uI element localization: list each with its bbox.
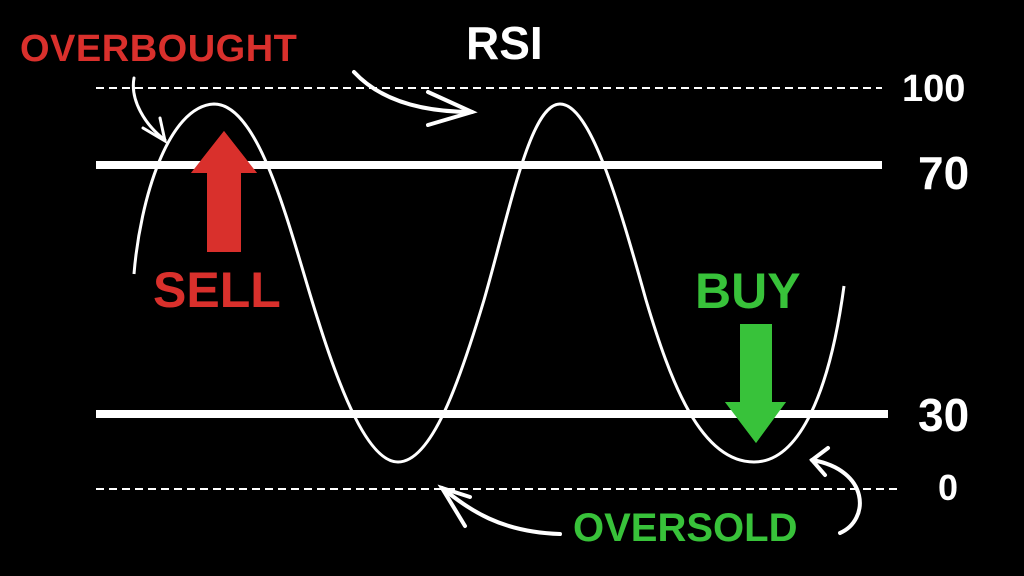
sell-arrow-head (191, 131, 257, 173)
buy-label: BUY (695, 263, 801, 319)
oversold-pointer-arrow-left-icon (437, 484, 562, 536)
oversold-label: OVERSOLD (573, 506, 798, 550)
overbought-label: OVERBOUGHT (20, 28, 298, 70)
y-tick-0: 0 (938, 467, 959, 508)
overbought-pointer-arrow-left-icon (131, 76, 168, 145)
overbought-pointer-arrow-right-icon (352, 70, 478, 127)
oversold-pointer-arrow-right-icon (809, 446, 862, 535)
buy-arrow-tip (725, 402, 786, 443)
chart-title: RSI (466, 17, 543, 69)
y-tick-100: 100 (902, 68, 966, 110)
y-tick-30: 30 (918, 389, 970, 441)
sell-label: SELL (153, 262, 281, 318)
rsi-line (132, 102, 846, 464)
y-tick-70: 70 (918, 147, 970, 199)
